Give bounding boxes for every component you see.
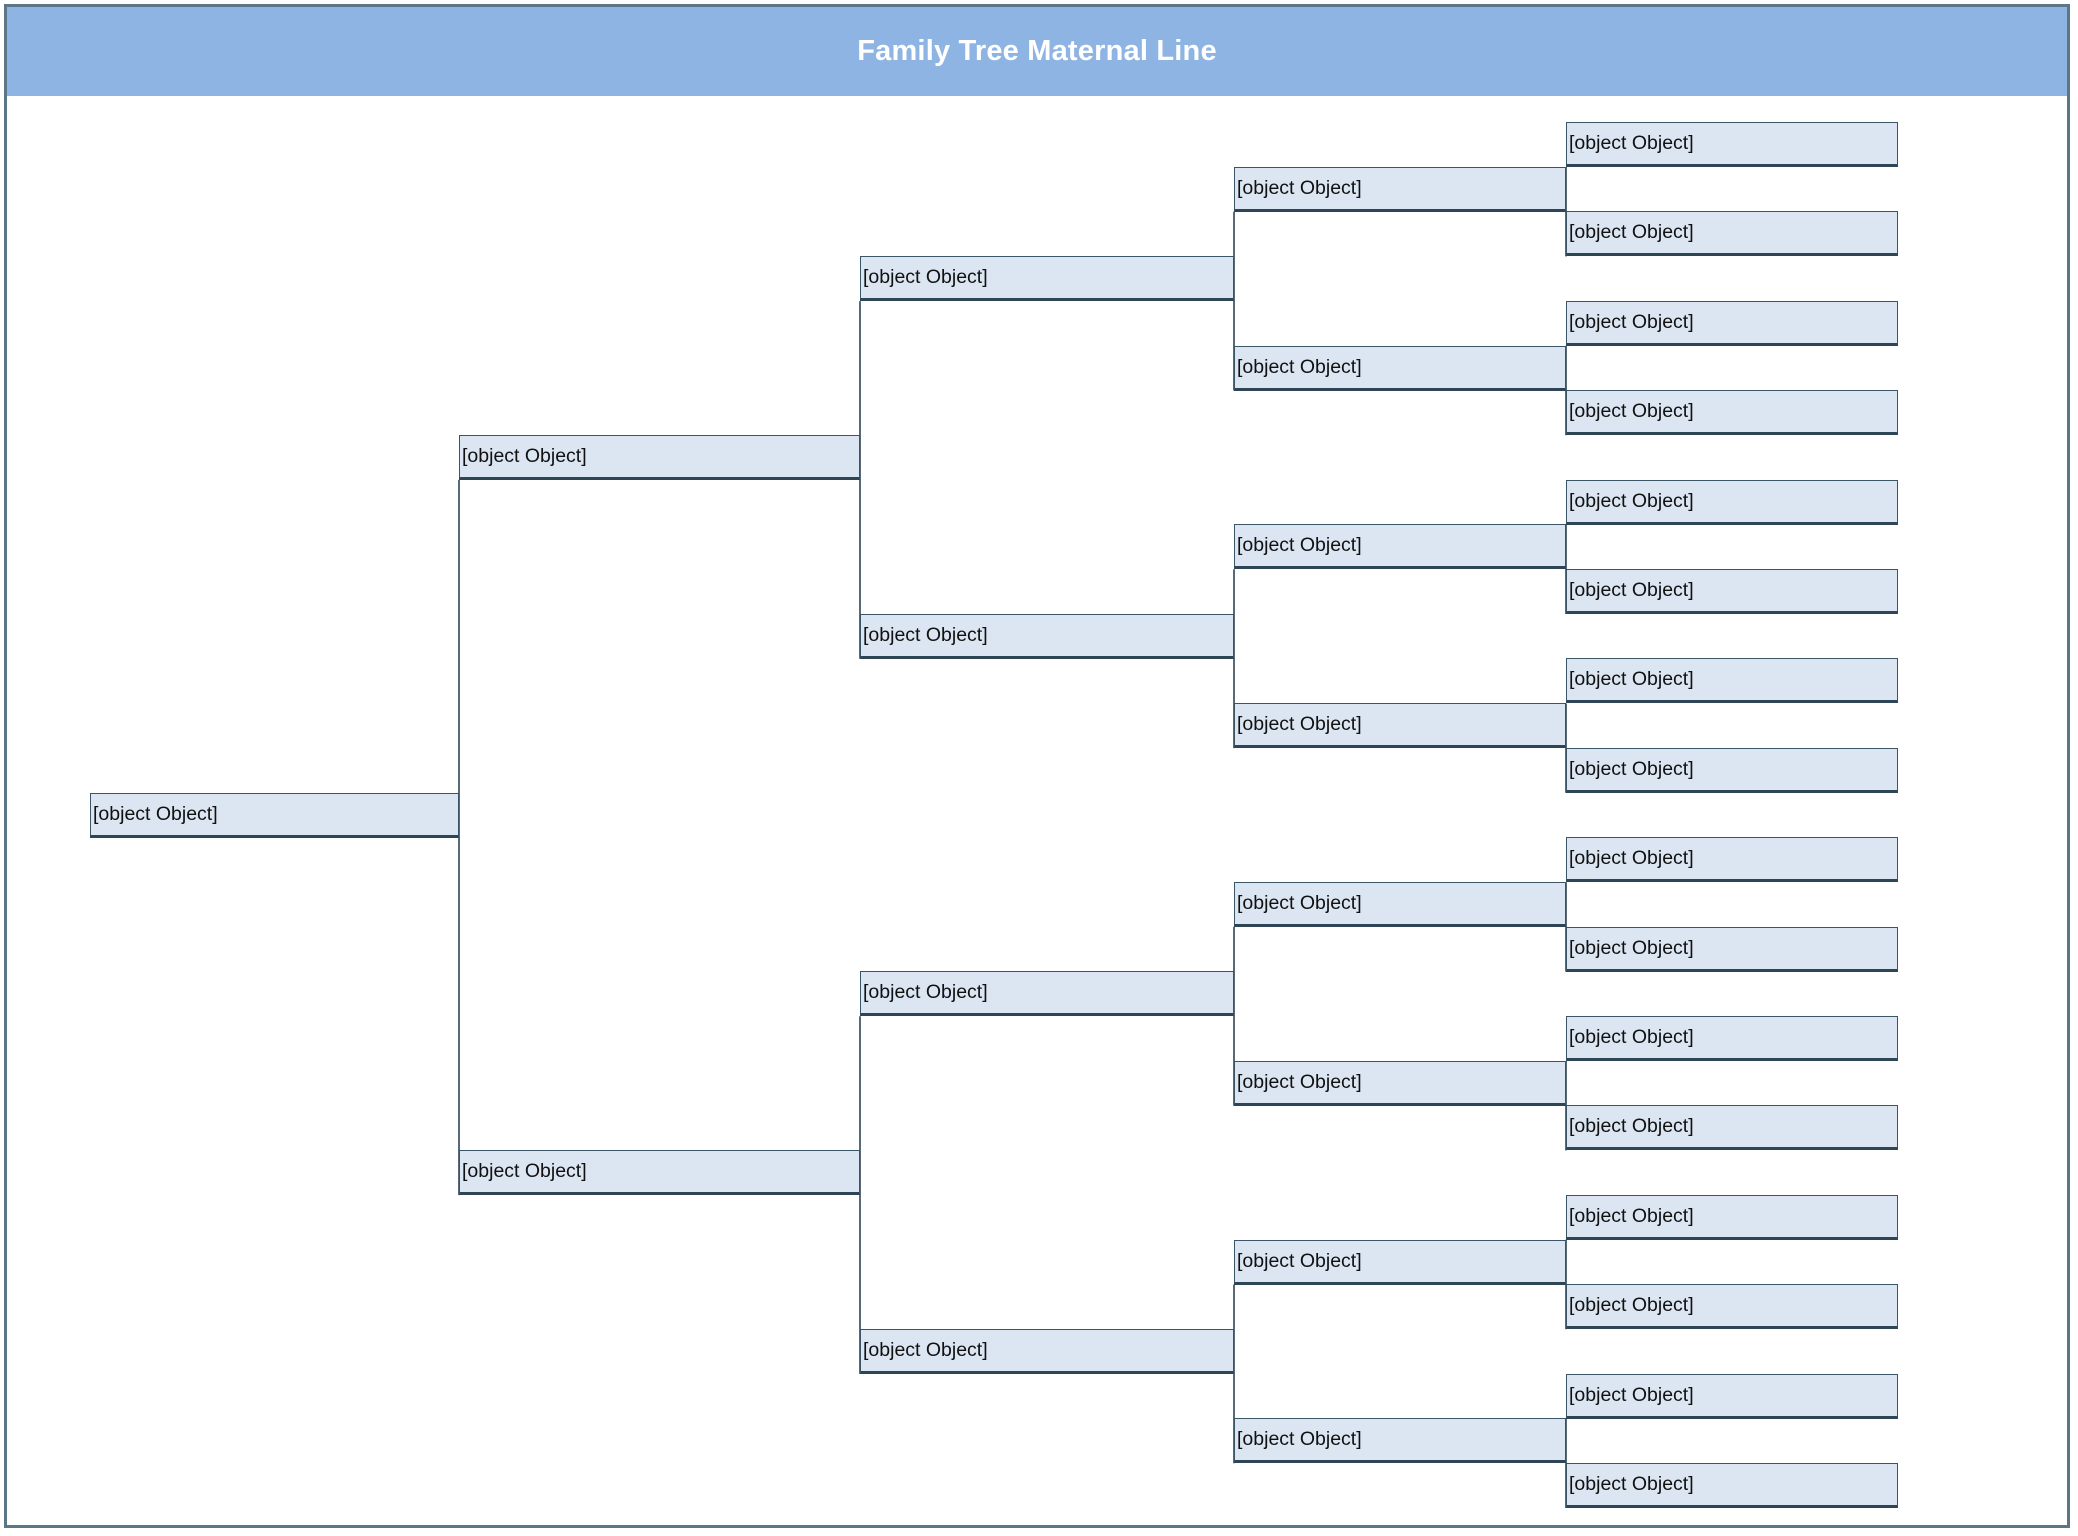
great-great-grandparent-box: [object Object] bbox=[1566, 658, 1898, 704]
great-grandparent-box: [object Object] bbox=[1234, 166, 1566, 212]
great-great-grandparent-box: [object Object] bbox=[1566, 1373, 1898, 1419]
great-great-grandparent-box: [object Object] bbox=[1566, 747, 1898, 793]
parent-box: [object Object] bbox=[459, 1150, 860, 1196]
great-grandparent-box: [object Object] bbox=[1234, 1060, 1566, 1106]
great-great-grandparent-box: [object Object] bbox=[1566, 1194, 1898, 1240]
great-great-grandparent-box: [object Object] bbox=[1566, 837, 1898, 883]
self-box: [object Object] bbox=[90, 792, 459, 838]
great-great-grandparent-box: [object Object] bbox=[1566, 926, 1898, 972]
great-grandparent-box: [object Object] bbox=[1234, 524, 1566, 570]
parent-box: [object Object] bbox=[459, 434, 860, 480]
grandparent-box: [object Object] bbox=[860, 971, 1234, 1017]
great-great-grandparent-box: [object Object] bbox=[1566, 122, 1898, 167]
great-great-grandparent-box: [object Object] bbox=[1566, 211, 1898, 257]
great-grandparent-box: [object Object] bbox=[1234, 345, 1566, 391]
grandparent-box: [object Object] bbox=[860, 1328, 1234, 1374]
great-grandparent-box: [object Object] bbox=[1234, 703, 1566, 749]
great-great-grandparent-box: [object Object] bbox=[1566, 1016, 1898, 1061]
great-great-grandparent-box: [object Object] bbox=[1566, 390, 1898, 436]
title-bar: Family Tree Maternal Line bbox=[4, 4, 2070, 96]
great-great-grandparent-box: [object Object] bbox=[1566, 1463, 1898, 1508]
great-great-grandparent-box: [object Object] bbox=[1566, 479, 1898, 525]
great-great-grandparent-box: [object Object] bbox=[1566, 569, 1898, 614]
grandparent-box: [object Object] bbox=[860, 256, 1234, 302]
great-grandparent-box: [object Object] bbox=[1234, 1239, 1566, 1285]
great-great-grandparent-box: [object Object] bbox=[1566, 1105, 1898, 1151]
great-great-grandparent-box: [object Object] bbox=[1566, 1284, 1898, 1330]
grandparent-box: [object Object] bbox=[860, 613, 1234, 659]
page-title: Family Tree Maternal Line bbox=[857, 35, 1217, 67]
great-grandparent-box: [object Object] bbox=[1234, 881, 1566, 927]
great-grandparent-box: [object Object] bbox=[1234, 1418, 1566, 1464]
great-great-grandparent-box: [object Object] bbox=[1566, 300, 1898, 346]
